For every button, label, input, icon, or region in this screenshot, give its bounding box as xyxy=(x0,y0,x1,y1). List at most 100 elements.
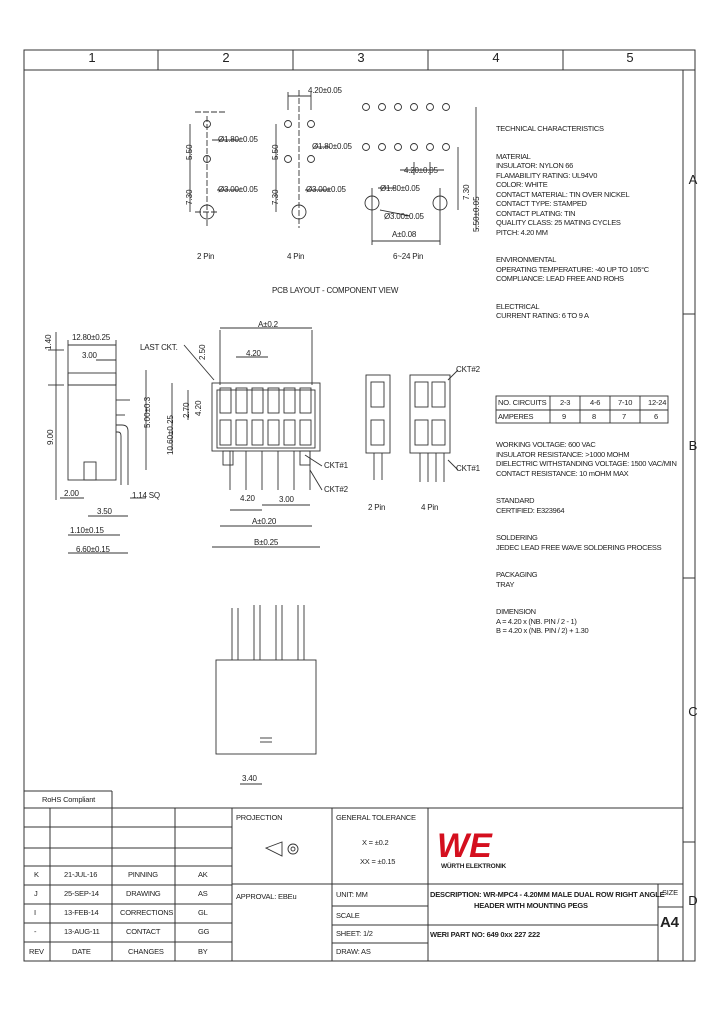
date-header: DATE xyxy=(72,947,91,956)
grid-col-4: 4 xyxy=(492,50,500,65)
rev-dash-desc: CONTACT xyxy=(126,927,161,936)
pn-dim-v1: 7.30 xyxy=(462,184,471,200)
ct-row-3: 7 xyxy=(622,412,626,421)
ckt2-label: CKT#2 xyxy=(324,485,348,494)
std-line: CERTIFIED: E323964 xyxy=(496,505,565,515)
side-d2: 12.80±0.25 xyxy=(72,333,110,342)
pn-dim-v2: 5.50±0.05 xyxy=(472,196,481,232)
ct-header-0: NO. CIRCUITS xyxy=(498,398,547,407)
tech-spec-block: TECHNICAL CHARACTERISTICS MATERIAL INSUL… xyxy=(496,124,649,321)
rev-header: REV xyxy=(29,947,44,956)
pn-dim-peg: Ø3.00±0.05 xyxy=(384,212,424,221)
rev-k-by: AK xyxy=(198,870,208,879)
projection-label: PROJECTION xyxy=(236,813,283,822)
ct-row-1: 9 xyxy=(562,412,566,421)
tolerance-1: X = ±0.2 xyxy=(362,838,389,847)
p2-dim-v-bot: 7.30 xyxy=(185,189,194,205)
rev-k: K xyxy=(34,870,39,879)
pn-dim-hole: Ø1.80±0.05 xyxy=(380,184,420,193)
ct-row-4: 6 xyxy=(654,412,658,421)
rev-i-desc: CORRECTIONS xyxy=(120,908,174,917)
side-d1: 1.40 xyxy=(44,334,53,350)
material-title: MATERIAL xyxy=(496,151,531,161)
rohs-label: RoHS Compliant xyxy=(42,795,96,804)
sold-line: JEDEC LEAD FREE WAVE SOLDERING PROCESS xyxy=(496,542,662,552)
grid-col-2: 2 xyxy=(222,50,230,65)
scale-label: SCALE xyxy=(336,911,360,920)
side-d5: 2.00 xyxy=(64,489,79,498)
ct-row-0: AMPERES xyxy=(498,412,534,421)
dim-line: A = 4.20 x (NB. PIN / 2 - 1) xyxy=(496,616,577,626)
side-d4: 9.00 xyxy=(46,429,55,445)
elec2-line: WORKING VOLTAGE: 600 VAC xyxy=(496,440,596,449)
dim-title: DIMENSION xyxy=(496,607,536,616)
p2-label: 2 Pin xyxy=(197,252,215,261)
rev-j: J xyxy=(34,889,38,898)
rev-i-date: 13-FEB-14 xyxy=(64,908,99,917)
by-header: BY xyxy=(198,947,208,956)
grid-row-d: D xyxy=(688,893,698,908)
material-line: COLOR: WHITE xyxy=(496,180,548,189)
sheet-label: SHEET: 1/2 xyxy=(336,929,373,938)
front-b420: 4.20 xyxy=(240,494,255,503)
rev-dash-by: GG xyxy=(198,927,210,936)
front-a-top: A±0.2 xyxy=(258,320,278,329)
pcb-layout-title: PCB LAYOUT - COMPONENT VIEW xyxy=(272,286,399,295)
tolerance-title: GENERAL TOLERANCE xyxy=(336,813,416,822)
approval-label: APPROVAL: EBEu xyxy=(236,892,297,901)
size-value: A4 xyxy=(660,914,679,931)
brand-name: WÜRTH ELEKTRONIK xyxy=(441,863,507,870)
drawn-label: DRAW: AS xyxy=(336,947,371,956)
ckt2-right-label: CKT#2 xyxy=(456,365,480,374)
grid-row-b: B xyxy=(688,438,698,453)
changes-header: CHANGES xyxy=(128,947,164,956)
ct-header-4: 12-24 xyxy=(648,398,667,407)
rev-k-date: 21-JUL-16 xyxy=(64,870,98,879)
material-line: CONTACT MATERIAL: TIN OVER NICKEL xyxy=(496,189,630,199)
pack-title: PACKAGING xyxy=(496,570,538,579)
elec2-line: CONTACT RESISTANCE: 10 mOHM MAX xyxy=(496,468,629,478)
wurth-logo: WE xyxy=(432,820,496,865)
material-line: FLAMABILITY RATING: UL94V0 xyxy=(496,170,598,180)
ct-row-2: 8 xyxy=(592,412,596,421)
rev-dash-date: 13-AUG-11 xyxy=(64,927,100,936)
tech-title: TECHNICAL CHARACTERISTICS xyxy=(496,124,604,133)
front-v4: 4.20 xyxy=(194,400,203,416)
side-d9: 1.14 SQ xyxy=(132,491,160,500)
rev-k-desc: PINNING xyxy=(128,870,158,879)
size-label: SIZE xyxy=(662,888,678,897)
grid-col-5: 5 xyxy=(626,50,634,65)
side-d7: 1.10±0.15 xyxy=(70,526,104,535)
ct-header-3: 7-10 xyxy=(618,398,633,407)
ct-header-2: 4-6 xyxy=(590,398,601,407)
dim-line: B = 4.20 x (NB. PIN / 2) + 1.30 xyxy=(496,626,589,635)
grid-col-3: 3 xyxy=(357,50,365,65)
ct-header-1: 2-3 xyxy=(560,398,571,407)
elec-title: ELECTRICAL xyxy=(496,301,540,311)
rev-j-desc: DRAWING xyxy=(126,889,161,898)
pn-label: 6~24 Pin xyxy=(393,252,424,261)
p4-dim-peg: Ø3.00±0.05 xyxy=(306,185,346,194)
elec-line: CURRENT RATING: 6 TO 9 A xyxy=(496,311,589,320)
rev-j-by: AS xyxy=(198,889,208,898)
env-line: OPERATING TEMPERATURE: -40 UP TO 105°C xyxy=(496,264,649,274)
material-line: PITCH: 4.20 MM xyxy=(496,227,548,237)
rev-dash: - xyxy=(34,927,37,936)
p2-dim-peg: Ø3.00±0.05 xyxy=(218,185,258,194)
front-v2: 10.60±0.25 xyxy=(166,415,175,455)
sold-title: SOLDERING xyxy=(496,533,538,542)
pn-dim-h: 4.20±0.05 xyxy=(404,166,438,175)
description-line-1: DESCRIPTION: WR-MPC4 - 4.20MM MALE DUAL … xyxy=(430,890,665,899)
p4-dim-v-bot: 7.30 xyxy=(271,189,280,205)
rev-i: I xyxy=(34,908,36,917)
env-line: COMPLIANCE: LEAD FREE AND ROHS xyxy=(496,274,624,283)
p2-dim-v-top: 5.50 xyxy=(185,144,194,160)
pn-dim-a: A±0.08 xyxy=(392,230,417,239)
p4-dim-hole: Ø1.80±0.05 xyxy=(312,142,352,151)
tolerance-2: XX = ±0.15 xyxy=(360,857,396,866)
unit-label: UNIT: MM xyxy=(336,890,368,899)
front-v3: 2.70 xyxy=(182,402,191,418)
material-line: QUALITY CLASS: 25 MATING CYCLES xyxy=(496,218,621,227)
side-d3: 3.00 xyxy=(82,351,97,360)
pack-line: TRAY xyxy=(496,579,515,589)
